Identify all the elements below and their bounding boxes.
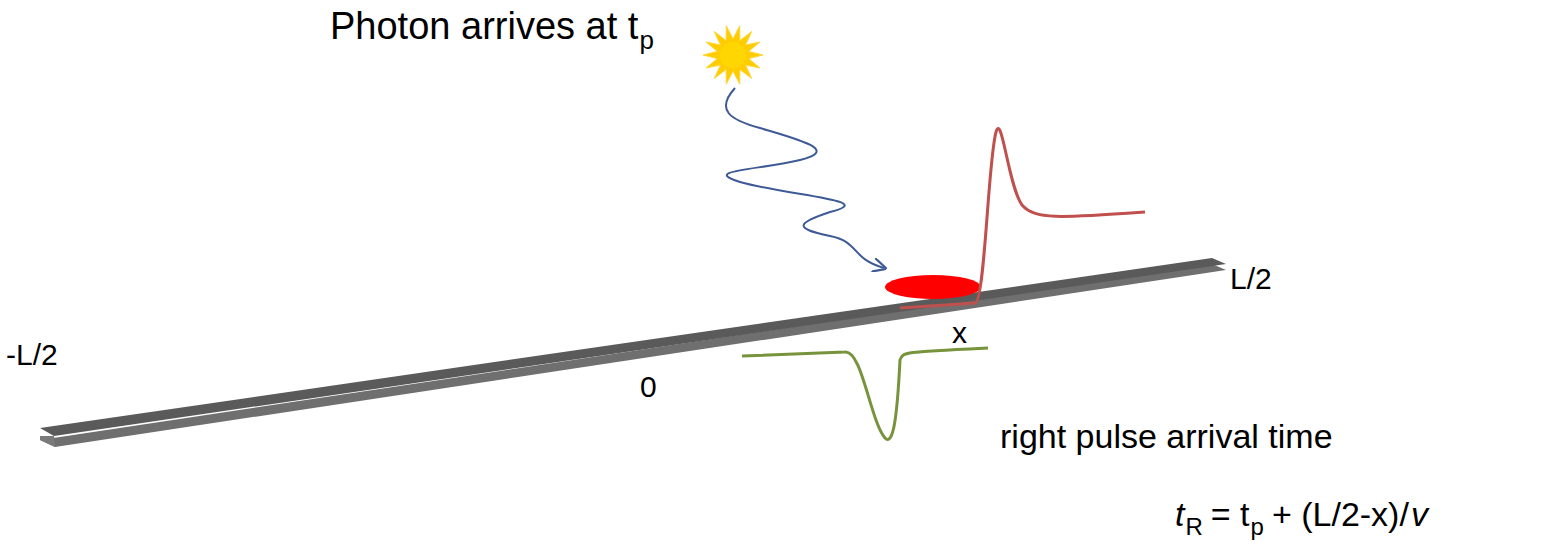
right-pulse <box>900 129 1145 308</box>
hotspot <box>885 275 981 299</box>
position-label: 0 <box>640 370 657 403</box>
formula-caption: right pulse arrival time <box>1000 418 1333 455</box>
position-label: L/2 <box>1230 262 1272 295</box>
subscript: p <box>1251 514 1264 540</box>
formula-part: = t <box>1211 496 1250 533</box>
subscript: R <box>1185 514 1202 540</box>
formula-symbol: v <box>1411 496 1428 533</box>
left-pulse <box>742 348 988 439</box>
photon-path <box>726 88 884 268</box>
formula-part: + (L/2-x)/ <box>1272 496 1409 533</box>
position-label: -L/2 <box>6 338 58 371</box>
photon-source <box>703 26 763 84</box>
position-label: x <box>952 316 967 349</box>
formula-symbol: t <box>1175 496 1184 533</box>
nanowire-strip <box>40 258 1226 436</box>
strip-end <box>40 436 55 447</box>
subscript: p <box>639 26 653 55</box>
photon-caption: Photon arrives at t <box>330 6 638 48</box>
